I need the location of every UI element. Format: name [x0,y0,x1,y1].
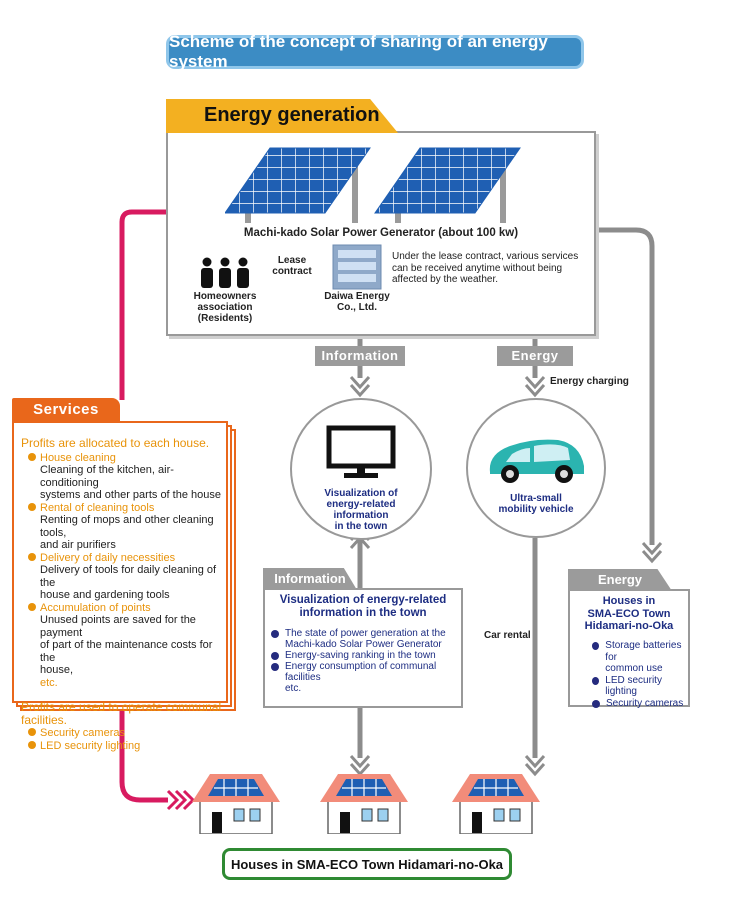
services-panel [12,421,228,703]
building-icon [332,244,382,290]
bullet-icon [271,663,279,671]
energy-box-title: Houses in SMA-ECO Town Hidamari-no-Oka [584,595,674,632]
solar-panels-icon [225,147,521,223]
car-icon [489,439,584,483]
residents-icon [201,257,249,288]
bullet-icon [28,602,36,611]
service-item: Rental of cleaning tools Renting of mops… [28,502,225,552]
list-item: Energy-saving ranking in the town [271,650,461,661]
houses-footer-label: Houses in SMA-ECO Town Hidamari-no-Oka [222,848,512,880]
energy-charging-label: Energy charging [550,376,629,387]
homeowners-label: Homeowners association (Residents) [193,291,257,324]
bullet-icon [592,676,600,685]
energy-houses-box [568,589,690,707]
bullet-icon [28,502,36,511]
service-item: Delivery of daily necessities Delivery o… [28,552,225,602]
services-intro: Profits are allocated to each house. [21,436,210,450]
right-double-arrow [641,541,663,564]
information-double-arrow [349,375,371,398]
visualization-circle-label: Visualization of energy-related informat… [324,488,398,532]
communal-list: Security cameras LED security lighting [28,727,225,752]
monitor-icon [326,425,396,478]
lease-contract-label: Lease contract [272,255,312,277]
energy-generation-heading: Energy generation [166,99,398,133]
bullet-icon [28,452,36,461]
list-item: Security cameras [592,698,688,710]
lease-note: Under the lease contract, various servic… [392,251,579,285]
solar-generator-caption: Machi-kado Solar Power Generator (about … [243,227,519,239]
energy-box-tab: Energy [568,569,672,591]
service-item: House cleaning Cleaning of the kitchen, … [28,452,225,502]
magenta-connector [119,209,166,400]
magenta-arrowhead [166,789,196,811]
bullet-icon [271,652,279,660]
information-box [263,588,463,708]
magenta-connector-lower [119,706,168,803]
services-etc: etc. [40,676,58,689]
bullet-icon [592,699,600,708]
bullet-icon [28,740,36,749]
list-item: LED security lighting [592,675,688,698]
car-rental-label: Car rental [484,630,531,641]
bullet-icon [28,552,36,561]
daiwa-energy-label: Daiwa Energy Co., Ltd. [324,291,390,313]
house-icon-right [452,774,540,834]
mobility-circle-label: Ultra-small mobility vehicle [498,493,574,515]
bullet-icon [271,630,279,638]
house-icon-left [192,774,280,834]
energy-generation-box [166,131,596,336]
diagram-title: Scheme of the concept of sharing of an e… [166,32,584,71]
services-content: Profits are allocated to each house. Hou… [21,437,225,752]
bullet-icon [28,728,36,736]
information-box-title: Visualization of energy-related informat… [279,594,447,619]
down-double-arrow-right [524,754,546,777]
services-heading: Services [12,398,120,422]
information-box-tab: Information [263,568,357,590]
information-label: Information [315,346,405,366]
grey-connector-right [596,227,655,545]
energy-label: Energy [497,346,573,366]
house-icon-middle [320,774,408,834]
service-item: Accumulation of points Unused points are… [28,602,225,690]
energy-double-arrow [524,375,546,398]
bullet-icon [592,642,600,650]
